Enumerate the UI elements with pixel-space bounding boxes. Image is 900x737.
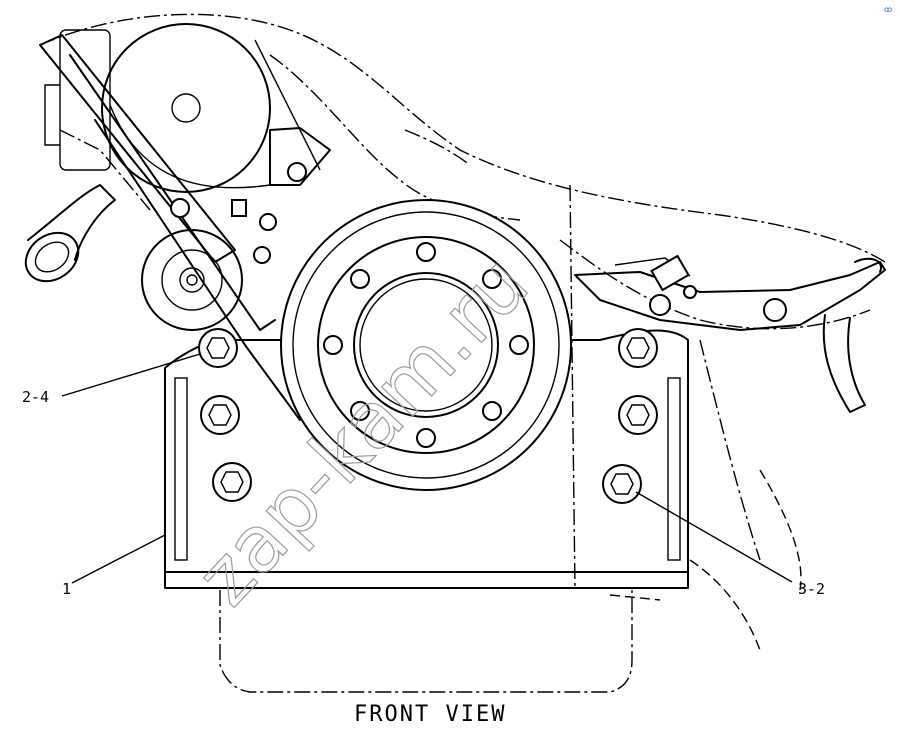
bolt-left-middle [200, 395, 240, 435]
right-bracket-arm [574, 254, 886, 413]
view-caption: FRONT VIEW [354, 702, 506, 727]
callout-3-2: 3-2 [798, 580, 825, 598]
alternator-bracket-bolts [170, 127, 331, 264]
drive-belts [39, 34, 321, 421]
bolt-right-middle [618, 395, 658, 435]
front-mount-bracket [164, 329, 689, 589]
water-outlet-pipe [24, 184, 116, 283]
bolt-right-upper [618, 328, 658, 368]
leader-lines [61, 353, 793, 584]
bolt-left-lower [212, 462, 252, 502]
mount-bracket-bolts [198, 328, 658, 504]
bolt-2-4 [198, 328, 238, 368]
callout-2-4: 2-4 [22, 388, 49, 406]
engine-outline-phantom [39, 13, 886, 693]
callout-1: 1 [62, 580, 71, 598]
corner-mark: ꝏ [884, 5, 892, 14]
bolt-3-2 [602, 464, 642, 504]
tensioner-pulley [141, 229, 243, 331]
damper-bolts [323, 242, 529, 448]
alternator [44, 23, 271, 193]
